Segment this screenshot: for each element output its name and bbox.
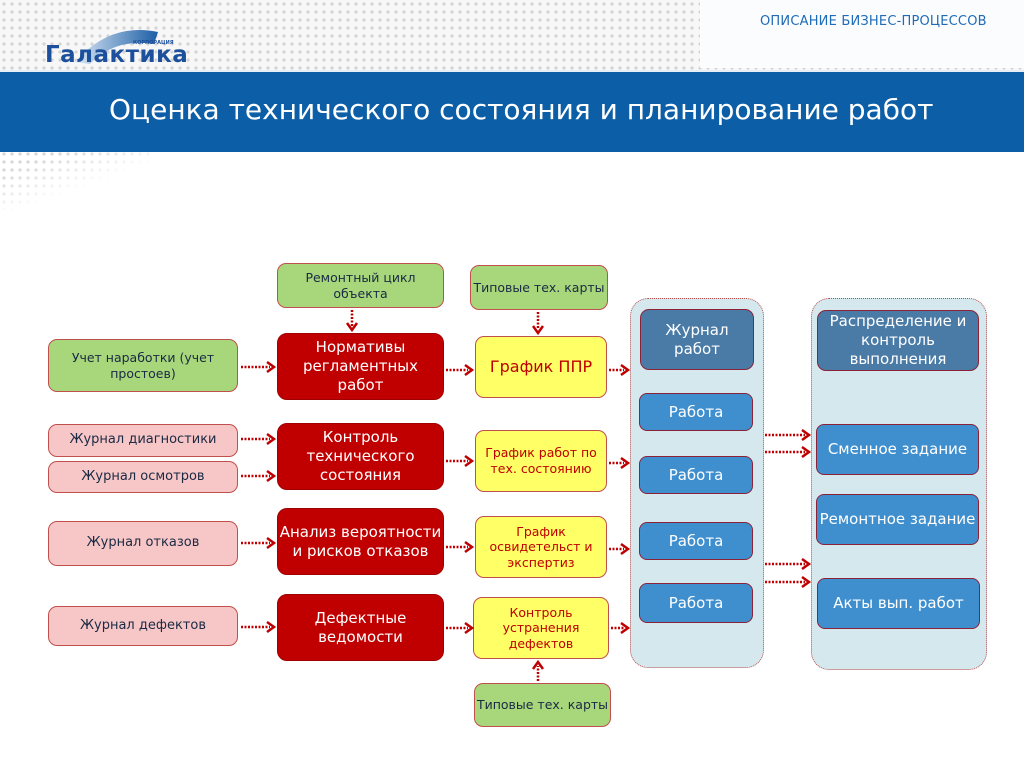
task-item: Ремонтное задание: [816, 494, 979, 545]
arrow-head-icon: [266, 620, 277, 634]
process-defect-statements: Дефектные ведомости: [277, 594, 444, 661]
arrow-head-icon: [266, 432, 277, 446]
arrow-head-icon: [266, 360, 277, 374]
logo: Галактика: [45, 42, 189, 68]
arrow-head-icon: [801, 575, 812, 589]
arrow-head-icon: [801, 428, 812, 442]
schedule-inspections: График освидетельст и экспертиз: [475, 516, 607, 578]
decorative-dots: [0, 150, 150, 210]
panel-header-label: Распределение и контроль выполнения: [829, 312, 967, 368]
process-condition-control: Контроль технического состояния: [277, 423, 444, 490]
task-item-label: Акты вып. работ: [833, 594, 964, 613]
source-defect-log: Журнал дефектов: [48, 606, 238, 646]
task-item: Сменное задание: [816, 424, 979, 475]
schedule-defect-control: Контроль устранения дефектов: [473, 597, 609, 659]
title-band: [0, 70, 1024, 152]
arrow-head-icon: [620, 542, 631, 556]
source-diagnostics-log: Журнал диагностики: [48, 424, 238, 457]
journal-header: Журнал работ: [640, 309, 754, 370]
task-item-label: Ремонтное задание: [819, 510, 976, 529]
source-failure-log: Журнал отказов: [48, 521, 238, 566]
process-label: Контроль технического состояния: [306, 428, 415, 484]
process-failure-risk-analysis: Анализ вероятности и рисков отказов: [277, 508, 444, 575]
input-label: Типовые тех. карты: [473, 279, 605, 295]
source-label: Журнал осмотров: [81, 468, 205, 484]
panel-header-label: Журнал работ: [665, 320, 729, 358]
work-item: Работа: [639, 522, 753, 560]
section-label: ОПИСАНИЕ БИЗНЕС-ПРОЦЕССОВ: [760, 14, 987, 29]
schedule-label: График освидетельст и экспертиз: [489, 523, 593, 570]
input-repair-cycle: Ремонтный цикл объекта: [277, 263, 444, 308]
work-item: Работа: [639, 393, 753, 431]
work-item-label: Работа: [668, 531, 724, 550]
process-label: Анализ вероятности и рисков отказов: [279, 522, 442, 560]
input-tech-cards-bottom: Типовые тех. карты: [474, 683, 611, 727]
arrow-head-icon: [620, 456, 631, 470]
task-item: Акты вып. работ: [817, 578, 980, 629]
input-label: Типовые тех. карты: [476, 697, 609, 713]
work-item: Работа: [639, 583, 753, 623]
work-item-label: Работа: [668, 402, 724, 421]
process-label: Дефектные ведомости: [314, 608, 407, 646]
logo-subtext: КОРПОРАЦИЯ: [133, 40, 174, 46]
source-label: Журнал диагностики: [69, 432, 217, 448]
source-label: Учет наработки (учет простоев): [71, 349, 215, 381]
work-item: Работа: [639, 456, 753, 494]
arrow-head-icon: [531, 659, 545, 670]
source-inspection-log: Журнал осмотров: [48, 461, 238, 493]
arrow-head-icon: [464, 363, 475, 377]
logo-arc-icon: [75, 30, 158, 64]
arrow-head-icon: [620, 621, 631, 635]
arrow-head-icon: [266, 469, 277, 483]
schedule-ppr: График ППР: [475, 336, 607, 398]
process-label: Нормативы регламентных работ: [302, 338, 419, 394]
process-maintenance-norms: Нормативы регламентных работ: [277, 333, 444, 400]
input-tech-cards-top: Типовые тех. карты: [470, 265, 608, 310]
schedule-label: График ППР: [489, 357, 593, 376]
arrow-head-icon: [464, 454, 475, 468]
source-operating-time: Учет наработки (учет простоев): [48, 339, 238, 392]
source-label: Журнал отказов: [86, 535, 200, 551]
schedule-label: График работ по тех. состоянию: [485, 445, 597, 476]
source-label: Журнал дефектов: [80, 617, 206, 633]
work-item-label: Работа: [668, 465, 724, 484]
arrow-head-icon: [464, 621, 475, 635]
task-item-label: Сменное задание: [827, 440, 968, 459]
arrow-head-icon: [531, 325, 545, 336]
arrow-head-icon: [620, 363, 631, 377]
arrow-head-icon: [266, 536, 277, 550]
page-title: Оценка технического состояния и планиров…: [109, 93, 934, 126]
arrow-head-icon: [801, 445, 812, 459]
work-item-label: Работа: [668, 593, 724, 612]
distribution-header: Распределение и контроль выполнения: [817, 310, 979, 371]
input-label: Ремонтный цикл объекта: [305, 269, 416, 301]
arrow-head-icon: [801, 557, 812, 571]
arrow-head-icon: [345, 322, 359, 333]
arrow-head-icon: [464, 540, 475, 554]
schedule-label: Контроль устранения дефектов: [502, 604, 580, 651]
schedule-condition-works: График работ по тех. состоянию: [475, 430, 607, 492]
header-right-area: [700, 0, 1024, 68]
